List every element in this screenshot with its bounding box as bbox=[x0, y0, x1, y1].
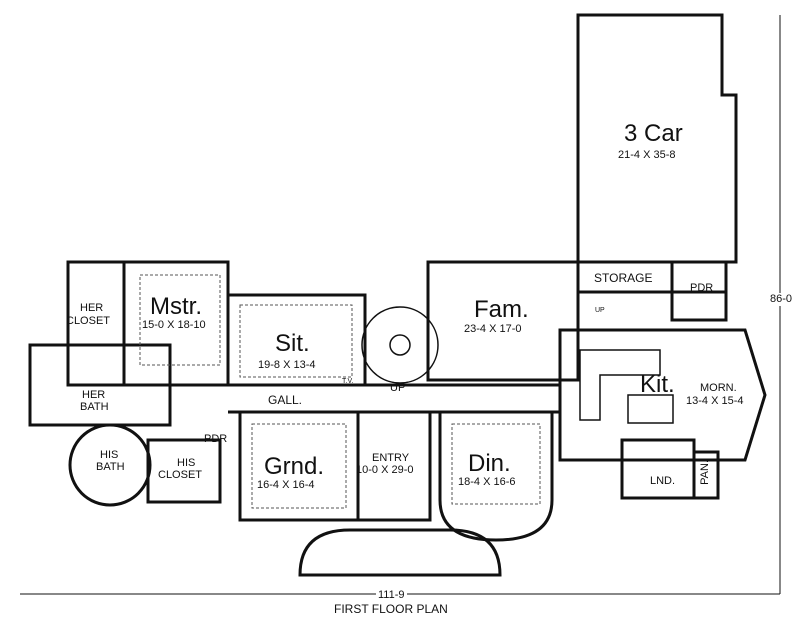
spiral-stair-core bbox=[389, 334, 411, 356]
kitchen-island bbox=[627, 394, 674, 424]
dining-label: Din. bbox=[468, 450, 511, 477]
pantry-walls bbox=[692, 450, 720, 500]
dining-ceiling-detail bbox=[451, 423, 541, 505]
kitchen-counter bbox=[579, 349, 661, 421]
his-bath-label-line2: BATH bbox=[96, 461, 125, 473]
her-closet-label-line1: HER bbox=[80, 302, 104, 314]
porch-steps bbox=[298, 528, 502, 577]
his-closet-label-line2: CLOSET bbox=[158, 469, 203, 481]
her-bath-label-line1: HER bbox=[82, 389, 106, 401]
dining-size: 18-4 X 16-6 bbox=[458, 476, 516, 488]
morning-label: MORN. bbox=[700, 382, 737, 394]
family-label: Fam. bbox=[474, 296, 529, 323]
sitting-label: Sit. bbox=[275, 330, 310, 357]
stair-up-label: UP bbox=[390, 382, 406, 394]
kitchen-walls bbox=[558, 328, 767, 462]
pdr-right-label: PDR bbox=[690, 282, 714, 294]
master-ceiling-detail bbox=[139, 274, 221, 366]
entry-size: 10-0 X 29-0 bbox=[356, 464, 414, 476]
morning-size: 13-4 X 15-4 bbox=[686, 395, 744, 407]
garage-size: 21-4 X 35-8 bbox=[618, 149, 676, 161]
dining-walls bbox=[438, 410, 554, 542]
laundry-label: LND. bbox=[650, 475, 676, 487]
grand-label: Grnd. bbox=[264, 453, 325, 480]
his-closet-walls bbox=[146, 438, 222, 504]
garage-label: 3 Car bbox=[624, 120, 683, 147]
pantry-label: PAN. bbox=[699, 460, 711, 485]
tv-note: T.V. bbox=[342, 378, 354, 385]
master-size: 15-0 X 18-10 bbox=[142, 319, 206, 331]
his-bath-tub-wall bbox=[68, 423, 152, 507]
pdr-right-walls bbox=[670, 260, 728, 322]
laundry-walls bbox=[620, 438, 696, 500]
plan-title: FIRST FLOOR PLAN bbox=[334, 602, 448, 616]
spiral-stair bbox=[361, 306, 439, 384]
storage-label: STORAGE bbox=[594, 271, 653, 285]
his-closet-label-line1: HIS bbox=[177, 457, 196, 469]
family-size: 23-4 X 17-0 bbox=[464, 323, 522, 335]
width-dimension: 111-9 bbox=[376, 589, 407, 601]
gallery-label: GALL. bbox=[268, 393, 303, 407]
her-bath-walls bbox=[28, 343, 172, 427]
entry-label: ENTRY bbox=[372, 452, 410, 464]
entry-walls bbox=[356, 410, 432, 522]
master-label: Mstr. bbox=[150, 293, 202, 320]
rear-stair-up-label: UP bbox=[595, 307, 605, 314]
kitchen-label: Kit. bbox=[640, 371, 675, 398]
his-bath-label-line1: HIS bbox=[100, 449, 119, 461]
her-bath-label-line2: BATH bbox=[80, 401, 109, 413]
depth-dimension: 86-0 bbox=[770, 293, 793, 306]
grand-size: 16-4 X 16-4 bbox=[257, 479, 315, 491]
sitting-ceiling-detail bbox=[239, 304, 353, 378]
sitting-size: 19-8 X 13-4 bbox=[258, 359, 316, 371]
grand-ceiling-detail bbox=[251, 423, 347, 509]
family-walls bbox=[426, 260, 580, 382]
pdr-left-label: PDR bbox=[204, 433, 228, 445]
her-closet-label-line2: CLOSET bbox=[66, 315, 111, 327]
